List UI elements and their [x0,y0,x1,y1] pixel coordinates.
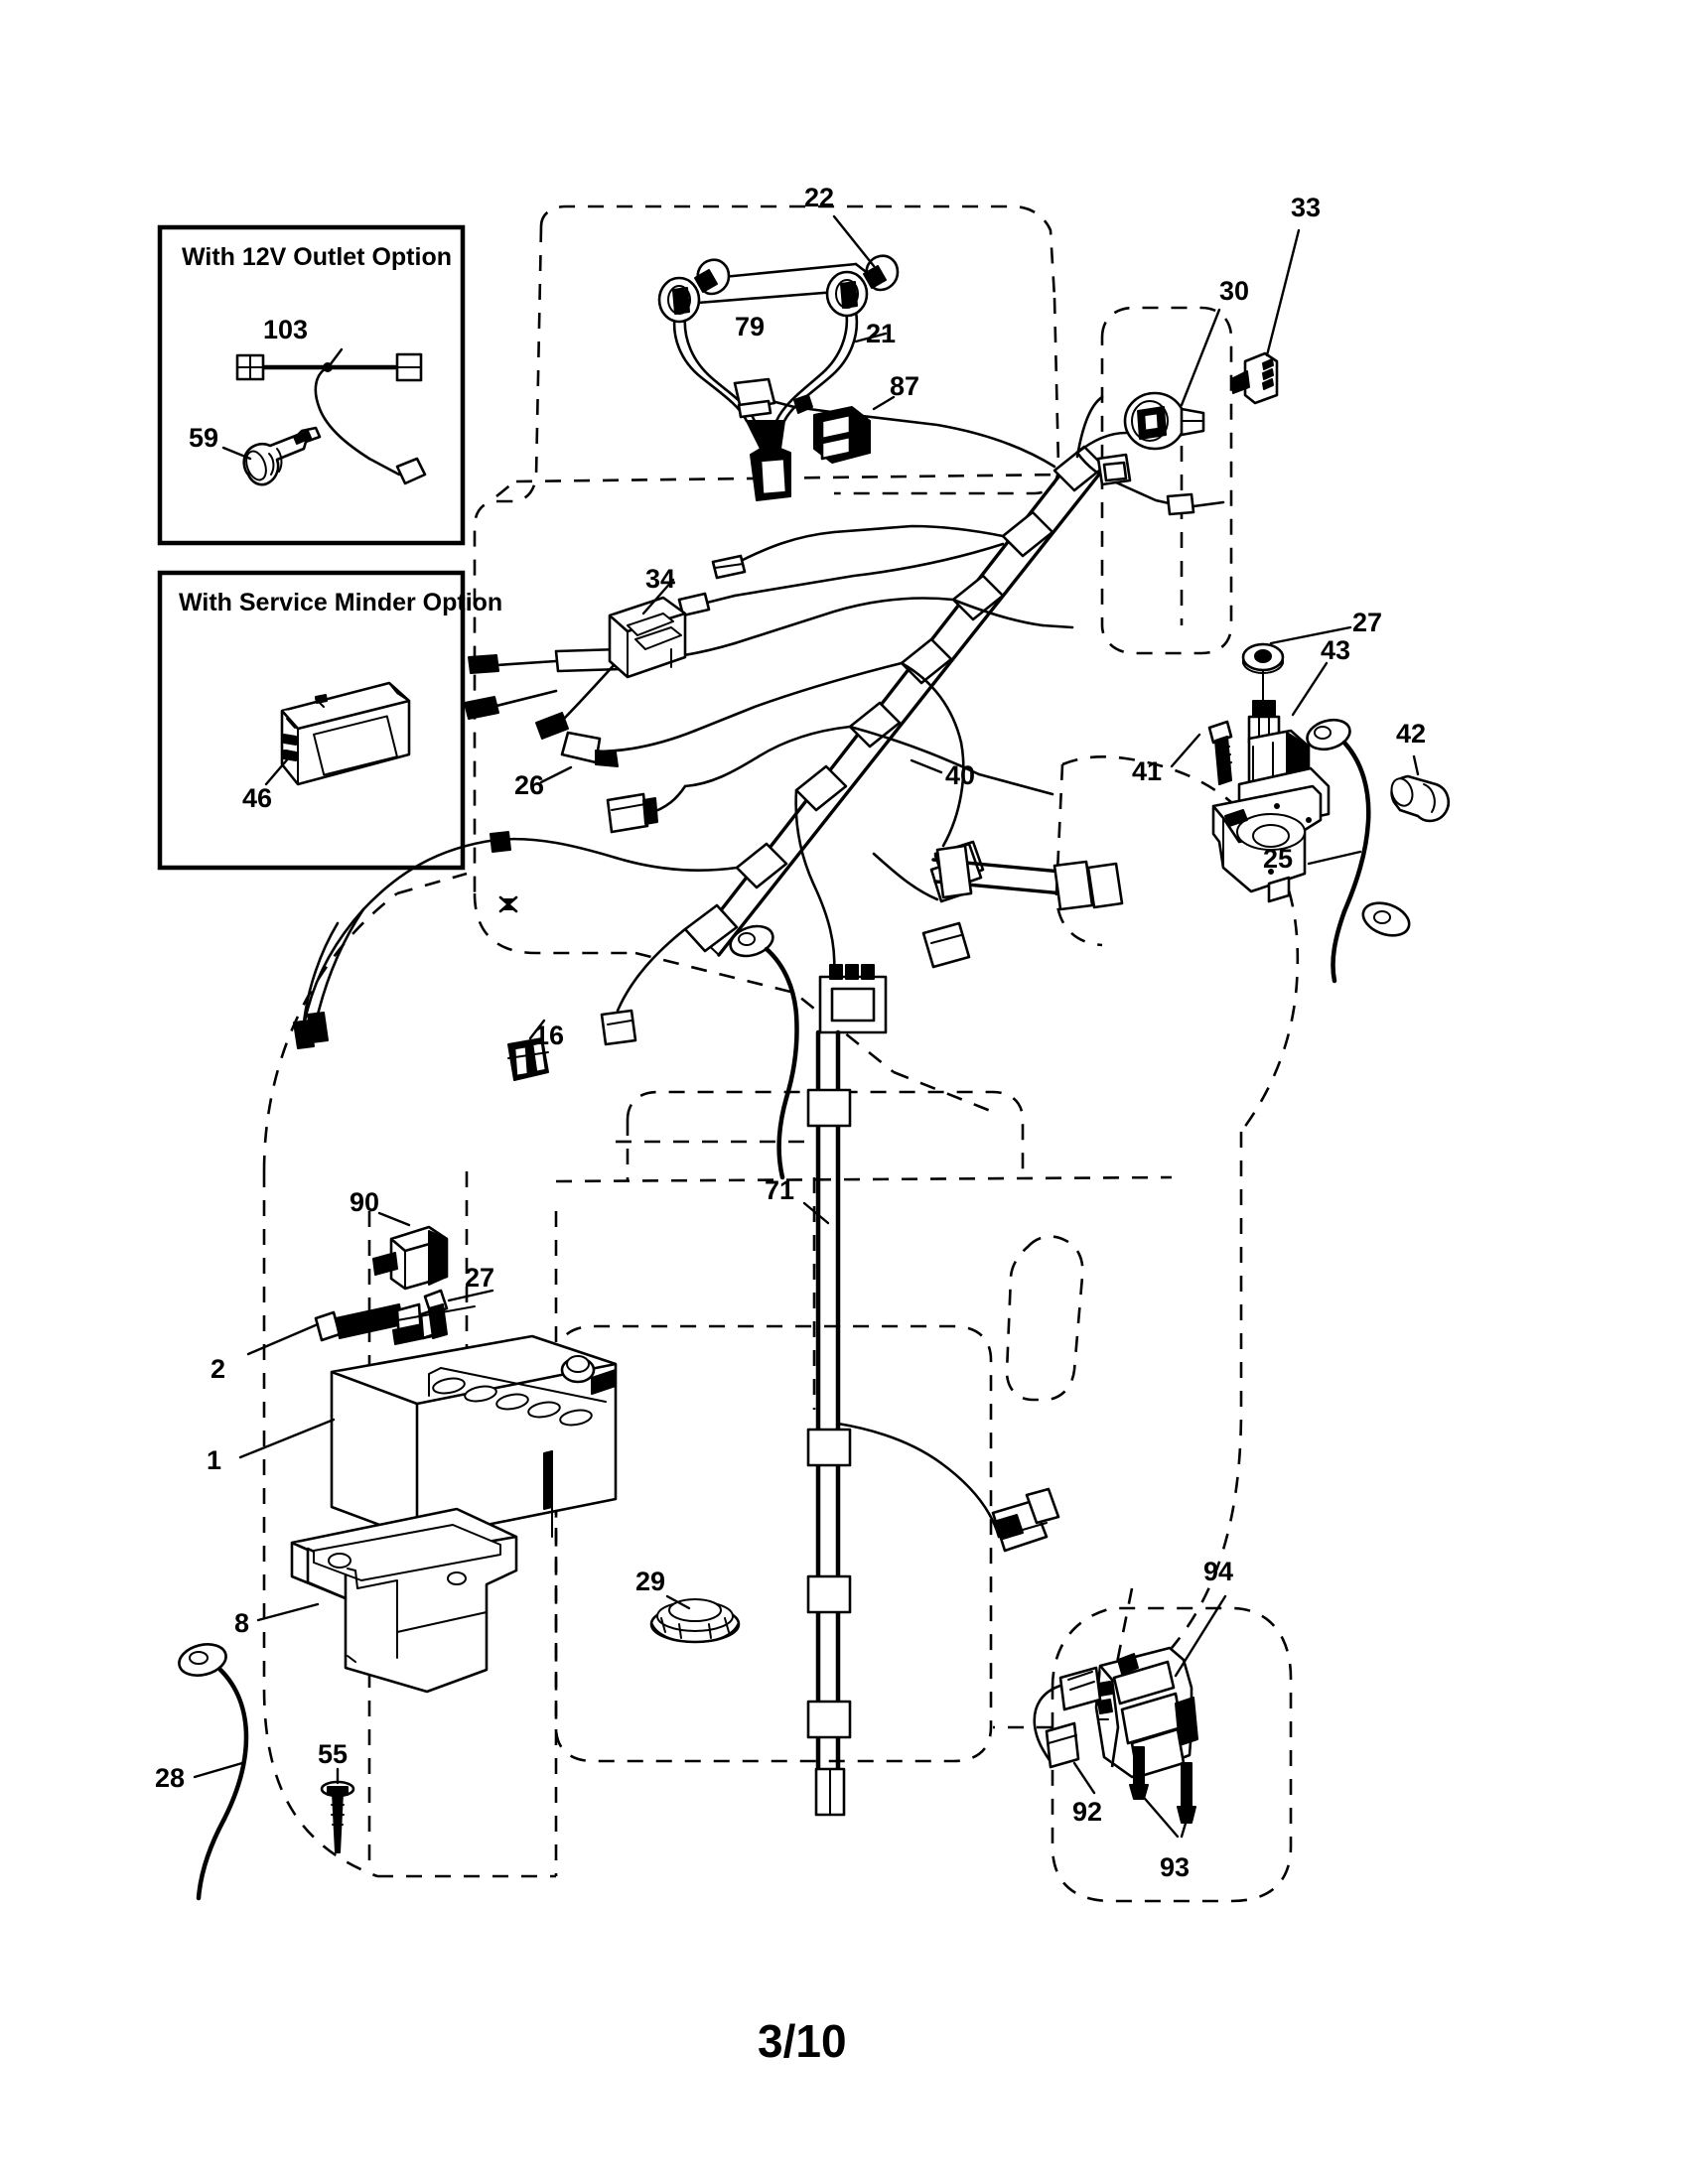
part-87-switch [813,406,871,464]
part-34-switch [608,596,687,679]
callout-79: 79 [735,312,765,341]
part-103-wiring-harness [235,352,427,485]
part-46-service-minder-display [280,681,411,786]
part-59-12v-outlet-socket [242,426,322,486]
callout-25: 25 [1263,844,1293,874]
callout-40: 40 [945,760,975,790]
part-25-battery-cable [1306,718,1411,984]
callout-27-battery: 27 [465,1263,494,1293]
callout-103: 103 [263,315,308,344]
callout-29: 29 [635,1567,665,1596]
part-28-ground-cable [178,1643,249,1901]
part-79-headlight-harness [657,254,900,501]
part-90-relay [372,1225,449,1291]
callout-55: 55 [318,1739,348,1769]
callout-42: 42 [1396,719,1426,749]
callout-27-right: 27 [1352,608,1382,637]
part-21-bulb-socket-right [825,270,869,318]
part-2-battery-bolt [314,1303,404,1342]
callout-16: 16 [534,1021,564,1050]
part-55-screw [320,1780,355,1853]
callout-94: 94 [1203,1557,1233,1586]
lower-center-wire [836,1422,1060,1553]
part-33-ignition-key [1230,351,1279,405]
callout-93: 93 [1160,1852,1190,1882]
part-94-control-module [1094,1646,1198,1779]
part-27-nut-battery [396,1289,476,1339]
callout-8: 8 [234,1608,249,1638]
part-30-ignition-switch [1123,391,1205,451]
inset-service-minder-title: With Service Minder Option [179,589,502,616]
part-8-battery-box [290,1507,518,1694]
part-71-ignition-cable [806,1029,852,1817]
callout-26: 26 [514,770,544,800]
inset-12v-outlet-title: With 12V Outlet Option [182,243,452,271]
callout-46: 46 [242,783,272,813]
callout-28: 28 [155,1763,185,1793]
inset-12v-outlet: With 12V Outlet Option 103 [157,224,466,546]
callout-92: 92 [1072,1797,1102,1827]
callout-34: 34 [645,564,675,594]
callout-71: 71 [765,1175,794,1205]
inset-service-minder: With Service Minder Option 46 [157,570,502,871]
callout-59: 59 [189,423,218,453]
callout-43: 43 [1321,635,1350,665]
harness-connector-blocks [683,445,1106,953]
part-22-bulb-left [694,258,731,296]
callout-33: 33 [1291,193,1321,222]
part-22-bulb-right [863,254,900,292]
part-1-battery [330,1334,618,1541]
callout-21: 21 [866,319,896,348]
wire-ring-terminal-assembly [729,924,799,1180]
part-ignition-coil-module [818,964,888,1034]
callout-87: 87 [890,371,919,401]
part-27-nut-right [1241,642,1285,674]
part-43-starter-assembly [1211,642,1331,903]
part-41-bolt [1207,720,1233,785]
part-93-screws [1129,1746,1196,1839]
page-number: 3/10 [758,2015,847,2067]
callout-41: 41 [1132,756,1162,786]
part-42-terminal-boot [1390,774,1450,823]
part-92-connector [1033,1666,1102,1769]
callout-90: 90 [350,1187,379,1217]
callout-30: 30 [1219,276,1249,306]
part-16-connector [507,1037,549,1081]
part-21-bulb-socket-left [657,276,701,324]
callout-1: 1 [207,1445,221,1475]
callout-2: 2 [210,1354,225,1384]
callout-22: 22 [804,183,834,212]
part-29-grommet [649,1598,741,1644]
